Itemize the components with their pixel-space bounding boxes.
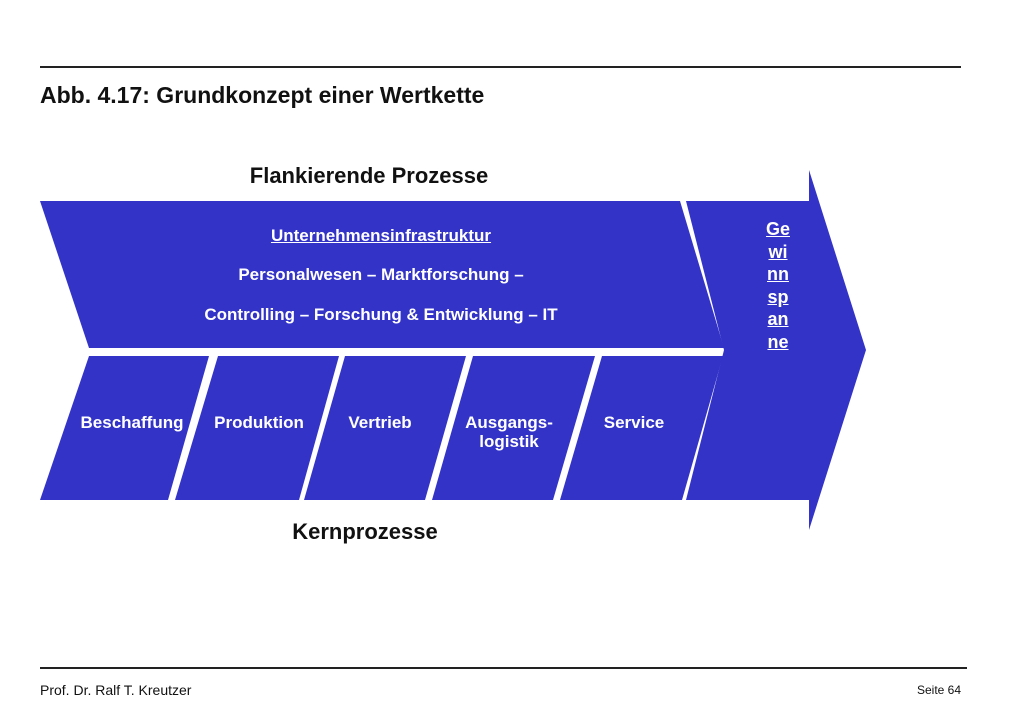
core-block-produktion (175, 356, 339, 500)
core-block-service (560, 356, 723, 500)
support-infrastructure-label: Unternehmensinfrastruktur (270, 226, 492, 245)
support-activities-block (40, 201, 724, 348)
core-label-produktion: Produktion (214, 413, 304, 432)
core-label-service: Service (603, 413, 665, 432)
margin-label: Gewinnspanne (765, 219, 790, 352)
footer-page-number: Seite 64 (917, 683, 962, 697)
footer-author: Prof. Dr. Ralf T. Kreutzer (40, 682, 192, 698)
margin-arrow (686, 170, 866, 530)
bottom-divider (40, 667, 967, 669)
core-label-vertrieb: Vertrieb (348, 413, 412, 432)
core-block-ausgangslogistik (432, 356, 595, 500)
support-activities-line2: Controlling – Forschung & Entwicklung – … (204, 305, 558, 324)
core-block-vertrieb (304, 356, 466, 500)
support-processes-heading: Flankierende Prozesse (249, 163, 489, 188)
top-divider (40, 66, 961, 68)
core-label-beschaffung: Beschaffung (80, 413, 184, 432)
core-label-ausgangslogistik: Ausgangs- logistik (465, 413, 553, 451)
support-activities-line1: Personalwesen – Marktforschung – (238, 265, 524, 284)
core-block-beschaffung (40, 356, 209, 500)
core-processes-heading: Kernprozesse (292, 519, 438, 544)
figure-title: Abb. 4.17: Grundkonzept einer Wertkette (40, 82, 485, 108)
